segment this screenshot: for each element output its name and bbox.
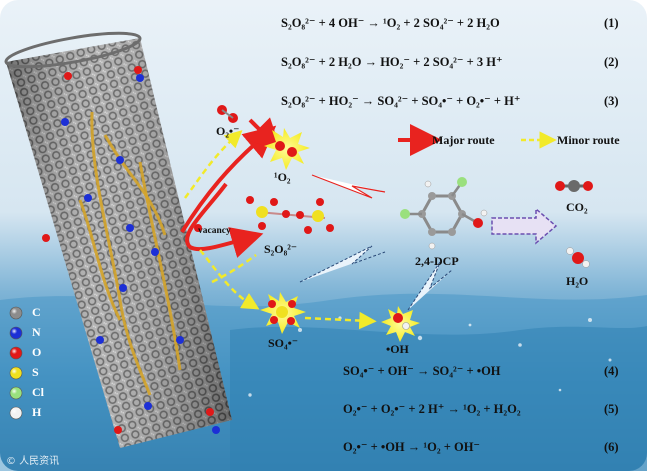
atom-legend-label-cl: Cl	[32, 385, 44, 400]
atom-legend-highlight	[10, 307, 22, 319]
sulfate-radical-label: SO₄•⁻	[268, 336, 298, 351]
atom-legend-highlight	[10, 407, 22, 419]
equation-3: S₂O₈²⁻ + HO₂⁻ → SO₄²⁻ + SO₄•⁻ + O₂•⁻ + H…	[281, 92, 520, 110]
persulfate-label: S₂O₈²⁻	[264, 242, 297, 257]
equation-3-number: (3)	[604, 92, 619, 110]
equation-6: O₂•⁻ + •OH → ¹O₂ + OH⁻	[343, 438, 480, 456]
singlet-oxygen-label: ¹O₂	[274, 170, 291, 185]
pollutant-label: 2,4-DCP	[415, 254, 459, 269]
equation-5: O₂•⁻ + O₂•⁻ + 2 H⁺ → ¹O₂ + H₂O₂	[343, 400, 521, 418]
equation-1: S₂O₈²⁻ + 4 OH⁻ → ¹O₂ + 2 SO₄²⁻ + 2 H₂O	[281, 14, 500, 32]
equation-4-number: (4)	[604, 362, 619, 380]
h2o-label: H₂O	[566, 274, 588, 289]
co2-label: CO₂	[566, 200, 588, 215]
atom-legend-label-o: O	[32, 345, 41, 360]
atom-legend-label-c: C	[32, 305, 41, 320]
equation-1-number: (1)	[604, 14, 619, 32]
co2-molecule	[555, 180, 593, 192]
atom-legend-label-h: H	[32, 405, 41, 420]
atom-legend-highlight	[10, 367, 22, 379]
equation-4: SO₄•⁻ + OH⁻ → SO₄²⁻ + •OH	[343, 362, 501, 380]
atom-legend-label-s: S	[32, 365, 39, 380]
watermark: © 人民资讯	[6, 452, 59, 467]
major-route-label: Major route	[432, 133, 495, 148]
equation-2: S₂O₈²⁻ + 2 H₂O → HO₂⁻ + 2 SO₄²⁻ + 3 H⁺	[281, 53, 503, 71]
superoxide-label: O₂•⁻	[216, 124, 239, 139]
atom-legend-label-n: N	[32, 325, 41, 340]
hydroxyl-radical-label: •OH	[386, 342, 409, 357]
atom-legend-highlight	[10, 327, 22, 339]
minor-route-label: Minor route	[557, 133, 620, 148]
atom-legend-highlight	[10, 347, 22, 359]
equation-6-number: (6)	[604, 438, 619, 456]
equation-5-number: (5)	[604, 400, 619, 418]
atom-legend-highlight	[10, 387, 22, 399]
equation-2-number: (2)	[604, 53, 619, 71]
vacancy-label: vacancy	[198, 226, 231, 236]
